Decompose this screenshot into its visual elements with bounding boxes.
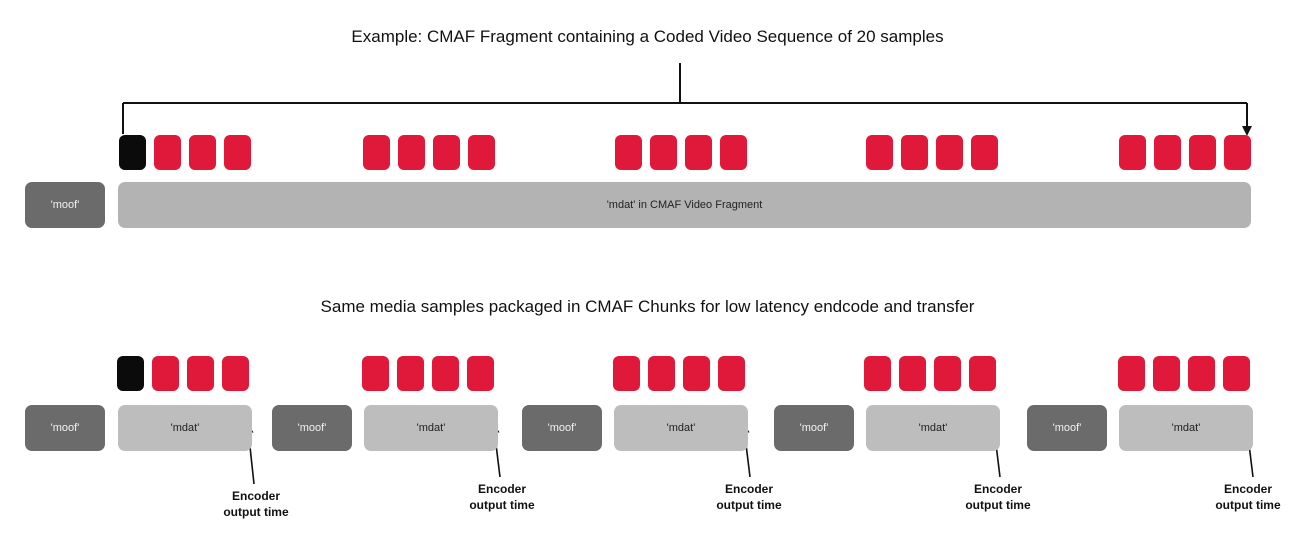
mdat-label: 'mdat' [918, 422, 948, 434]
mdat-label: 'mdat' [170, 422, 200, 434]
mdat-label: 'mdat' [1171, 422, 1201, 434]
media-sample [720, 135, 747, 170]
moof-label: 'moof' [799, 422, 829, 434]
media-sample [864, 356, 891, 391]
media-sample [683, 356, 710, 391]
key-frame-sample [119, 135, 146, 170]
moof-label: 'moof' [1052, 422, 1082, 434]
moof-label: 'moof' [297, 422, 327, 434]
key-frame-sample [117, 356, 144, 391]
media-sample [1154, 135, 1181, 170]
media-sample [969, 356, 996, 391]
media-sample [189, 135, 216, 170]
media-sample [866, 135, 893, 170]
media-sample [1224, 135, 1251, 170]
encoder-output-label: Encoder output time [965, 482, 1031, 512]
media-sample [467, 356, 494, 391]
media-sample [613, 356, 640, 391]
media-sample [615, 135, 642, 170]
media-sample [432, 356, 459, 391]
media-sample [685, 135, 712, 170]
media-sample [936, 135, 963, 170]
media-sample [899, 356, 926, 391]
media-sample [154, 135, 181, 170]
media-sample [650, 135, 677, 170]
media-sample [1119, 135, 1146, 170]
moof-label: 'moof' [50, 422, 80, 434]
media-sample [187, 356, 214, 391]
media-sample [648, 356, 675, 391]
chunk-moof-box: 'moof' [1027, 405, 1107, 451]
media-sample [398, 135, 425, 170]
mdat-label: 'mdat' [416, 422, 446, 434]
media-sample [1188, 356, 1215, 391]
chunk-mdat-box: 'mdat' [614, 405, 748, 451]
mdat-label: 'mdat' [666, 422, 696, 434]
moof-label: 'moof' [547, 422, 577, 434]
media-sample [468, 135, 495, 170]
media-sample [901, 135, 928, 170]
chunk-moof-box: 'moof' [25, 405, 105, 451]
chunks-title: Same media samples packaged in CMAF Chun… [320, 297, 975, 316]
media-sample [1153, 356, 1180, 391]
media-sample [397, 356, 424, 391]
fragment-bracket [122, 63, 1252, 136]
media-sample [1189, 135, 1216, 170]
media-sample [363, 135, 390, 170]
fragment-moof-box: 'moof' [25, 182, 105, 228]
media-sample [718, 356, 745, 391]
media-sample [152, 356, 179, 391]
encoder-output-label: Encoder output time [223, 489, 289, 519]
chunk-mdat-box: 'mdat' [1119, 405, 1253, 451]
media-sample [971, 135, 998, 170]
chunk-moof-box: 'moof' [522, 405, 602, 451]
fragment-mdat-box: 'mdat' in CMAF Video Fragment [118, 182, 1251, 228]
mdat-label: 'mdat' in CMAF Video Fragment [606, 199, 763, 211]
moof-label: 'moof' [50, 199, 80, 211]
media-sample [1118, 356, 1145, 391]
media-sample [934, 356, 961, 391]
media-sample [224, 135, 251, 170]
media-sample [1223, 356, 1250, 391]
chunk-mdat-box: 'mdat' [364, 405, 498, 451]
chunk-moof-box: 'moof' [774, 405, 854, 451]
encoder-output-label: Encoder output time [716, 482, 782, 512]
encoder-output-label: Encoder output time [1215, 482, 1281, 512]
chunk-mdat-box: 'mdat' [118, 405, 252, 451]
media-sample [433, 135, 460, 170]
media-sample [362, 356, 389, 391]
media-sample [222, 356, 249, 391]
chunk-moof-box: 'moof' [272, 405, 352, 451]
chunk-mdat-box: 'mdat' [866, 405, 1000, 451]
encoder-output-label: Encoder output time [469, 482, 535, 512]
fragment-title: Example: CMAF Fragment containing a Code… [351, 27, 944, 46]
